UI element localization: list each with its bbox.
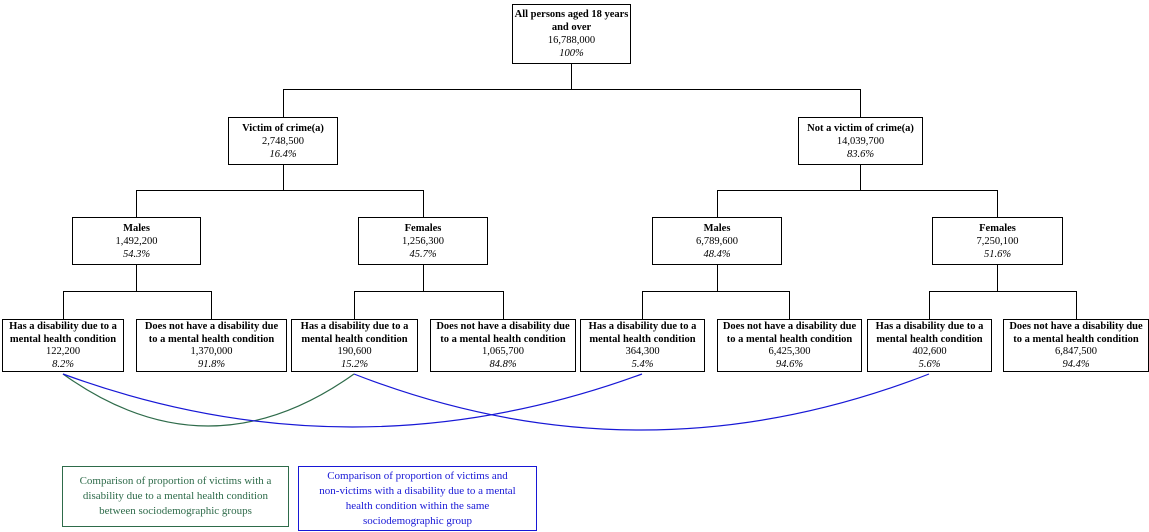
connector-line (717, 191, 718, 217)
node-title: All persons aged 18 years and over (514, 9, 629, 33)
node-nonvictim-males-disability: Has a disability due to a mental health … (580, 319, 705, 372)
node-title: Not a victim of crime(a) (807, 123, 914, 134)
node-value: 16,788,000 (547, 35, 596, 46)
connector-line (63, 292, 64, 319)
node-title: Does not have a disability due to a ment… (722, 321, 857, 345)
legend-blue-comparison: Comparison of proportion of victims and … (298, 466, 537, 531)
node-percent: 54.3% (122, 249, 151, 260)
node-percent: 16.4% (269, 149, 297, 160)
legend-blue-text: Comparison of proportion of victims and … (319, 469, 516, 527)
connector-line (929, 291, 1077, 292)
green-comparison-curve-victim-males-females (62, 373, 355, 427)
node-title: Males (123, 223, 150, 234)
node-nonvictim-females: Females 7,250,100 51.6% (932, 217, 1063, 265)
node-nonvictim-males-no-disability: Does not have a disability due to a ment… (717, 319, 862, 372)
node-percent: 5.6% (918, 358, 941, 370)
connector-line (136, 190, 424, 191)
node-percent: 48.4% (703, 249, 731, 260)
node-value: 190,600 (337, 346, 372, 357)
node-victim-males-disability: Has a disability due to a mental health … (2, 319, 124, 372)
node-title: Does not have a disability due to a ment… (144, 321, 279, 345)
connector-line (136, 191, 137, 217)
node-value: 402,600 (912, 346, 947, 357)
connector-line (717, 190, 998, 191)
node-nonvictim-males: Males 6,789,600 48.4% (652, 217, 782, 265)
connector-line (929, 292, 930, 319)
node-not-victim: Not a victim of crime(a) 14,039,700 83.6… (798, 117, 923, 165)
node-value: 1,256,300 (402, 236, 444, 247)
node-title: Has a disability due to a mental health … (875, 321, 984, 345)
connector-line (997, 265, 998, 291)
node-nonvictim-females-no-disability: Does not have a disability due to a ment… (1003, 319, 1149, 372)
node-value: 122,200 (45, 346, 81, 357)
node-value: 1,370,000 (190, 346, 233, 357)
connector-line (283, 90, 284, 117)
connector-line (423, 191, 424, 217)
connector-line (860, 165, 861, 191)
legend-green-text: Comparison of proportion of victims with… (79, 475, 272, 517)
node-title: Does not have a disability due to a ment… (1009, 321, 1143, 345)
blue-comparison-curve-males-victim-nonvictim (62, 373, 643, 428)
connector-line (283, 89, 861, 90)
node-percent: 94.4% (1062, 358, 1090, 370)
node-title: Has a disability due to a mental health … (300, 321, 409, 345)
connector-line (717, 265, 718, 291)
connector-line (136, 265, 137, 291)
node-percent: 94.6% (775, 358, 804, 370)
node-title: Victim of crime(a) (242, 123, 324, 134)
node-title: Has a disability due to a mental health … (588, 321, 697, 345)
node-percent: 8.2% (52, 358, 74, 370)
connector-line (860, 90, 861, 117)
connector-line (642, 291, 790, 292)
node-value: 364,300 (625, 346, 660, 357)
node-value: 6,847,500 (1055, 346, 1097, 357)
connector-line (283, 165, 284, 191)
node-percent: 83.6% (846, 149, 875, 160)
node-percent: 15.2% (340, 358, 369, 370)
node-percent: 51.6% (983, 249, 1012, 260)
connector-line (63, 291, 212, 292)
node-percent: 84.8% (489, 358, 517, 370)
connector-line (211, 292, 212, 319)
node-percent: 91.8% (197, 358, 226, 370)
node-victim-males: Males 1,492,200 54.3% (72, 217, 201, 265)
node-title: Has a disability due to a mental health … (9, 321, 117, 345)
connector-line (423, 265, 424, 291)
node-percent: 45.7% (409, 249, 437, 260)
node-value: 2,748,500 (262, 136, 304, 147)
node-value: 7,250,100 (976, 236, 1019, 247)
node-percent: 5.4% (631, 358, 654, 370)
node-title: Males (703, 223, 731, 234)
node-value: 6,425,300 (768, 346, 811, 357)
connector-line (997, 191, 998, 217)
legend-green-comparison: Comparison of proportion of victims with… (62, 466, 289, 527)
node-value: 14,039,700 (836, 136, 885, 147)
connector-line (789, 292, 790, 319)
node-value: 6,789,600 (696, 236, 738, 247)
connector-line (571, 64, 572, 90)
node-victim: Victim of crime(a) 2,748,500 16.4% (228, 117, 338, 165)
connector-line (503, 292, 504, 319)
node-victim-females: Females 1,256,300 45.7% (358, 217, 488, 265)
connector-line (354, 292, 355, 319)
node-title: Females (979, 223, 1016, 234)
blue-comparison-curve-females-victim-nonvictim (353, 373, 930, 431)
connector-line (642, 292, 643, 319)
node-value: 1,492,200 (115, 236, 158, 247)
node-victim-males-no-disability: Does not have a disability due to a ment… (136, 319, 287, 372)
node-victim-females-no-disability: Does not have a disability due to a ment… (430, 319, 576, 372)
node-title: Does not have a disability due to a ment… (436, 321, 570, 345)
node-victim-females-disability: Has a disability due to a mental health … (291, 319, 418, 372)
node-percent: 100% (559, 48, 584, 59)
node-title: Females (404, 223, 442, 234)
node-value: 1,065,700 (482, 346, 524, 357)
node-nonvictim-females-disability: Has a disability due to a mental health … (867, 319, 992, 372)
connector-line (1076, 292, 1077, 319)
node-all-persons: All persons aged 18 years and over 16,78… (512, 4, 631, 64)
connector-line (354, 291, 504, 292)
